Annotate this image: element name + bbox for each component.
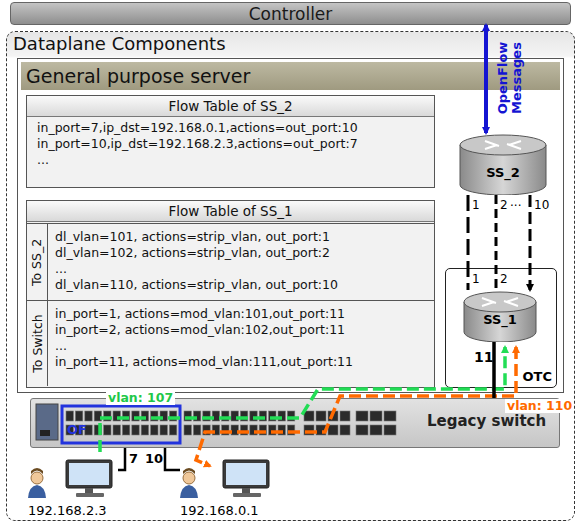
ip-address: 192.168.0.1	[180, 503, 259, 518]
edge-label: OpenFlow Messages	[496, 28, 524, 128]
connector	[118, 448, 125, 470]
vlan-label: vlan: 110	[505, 399, 574, 413]
table-heading: Flow Table of SS_2	[27, 96, 434, 116]
openflow-label: OF	[67, 423, 87, 437]
switch-name: SS_2	[458, 165, 548, 180]
server-box: General purpose serverFlow Table of SS_2…	[17, 58, 564, 393]
table-section: To Switch in_port=1, actions=mod_vlan:101…	[27, 300, 434, 386]
flow-rule: dl_vlan=110, actions=strip_vlan, out_por…	[55, 277, 428, 293]
label-box: OF	[67, 423, 87, 437]
flow-rule: in_port=2, actions=mod_vlan:102,out_port…	[55, 322, 428, 338]
label-box: 11	[474, 350, 493, 365]
label-box: 10	[534, 199, 549, 212]
controller-bar: Controller	[10, 2, 571, 25]
label-box: vlan: 107	[106, 391, 175, 405]
controller-label: Controller	[249, 4, 333, 24]
connector	[495, 195, 498, 290]
port-number: 2	[500, 199, 508, 212]
host-icon	[28, 452, 118, 500]
section-label: To Switch	[30, 314, 45, 372]
label-box: 2	[500, 199, 508, 212]
port-number: 11	[474, 350, 493, 365]
switch-router-icon: SS_1	[462, 290, 538, 342]
flow-rule: dl_vlan=101, actions=strip_vlan, out_por…	[55, 229, 428, 245]
connector	[484, 25, 488, 133]
flow-rule: ...	[55, 338, 428, 354]
edge-label-box: OpenFlow Messages	[493, 28, 527, 128]
table-section: To SS_2 dl_vlan=101, actions=strip_vlan, …	[27, 223, 434, 300]
host-icon	[180, 452, 275, 500]
connector	[165, 448, 180, 470]
label-box: vlan: 110	[505, 399, 574, 413]
section-tab: To Switch	[27, 301, 48, 386]
table-heading: Flow Table of SS_1	[27, 201, 434, 221]
port-number: ...	[510, 196, 521, 209]
port-number: 10	[534, 199, 549, 212]
router-cylinder	[458, 133, 548, 195]
port-number: 10	[145, 452, 163, 466]
label-box: 1	[472, 199, 480, 212]
connector	[529, 195, 532, 290]
host-computer: 192.168.0.1	[180, 452, 275, 518]
port-number: 2	[500, 273, 508, 286]
port-number: 7	[129, 452, 138, 466]
flow-rule: ...	[37, 152, 424, 168]
flow-table: Flow Table of SS_1 To SS_2 dl_vlan=101, ac…	[26, 200, 435, 388]
label-box: 1	[472, 273, 480, 286]
connector	[467, 195, 470, 290]
flow-rule: in_port=10,ip_dst=192.168.2.3,actions=ou…	[37, 136, 424, 152]
label-box: 7	[129, 452, 138, 466]
rule-list: in_port=7,ip_dst=192.168.0.1,actions=out…	[27, 116, 434, 172]
section-label: To SS_2	[30, 238, 45, 285]
port-number: 1	[472, 199, 480, 212]
flow-rule: in_port=1, actions=mod_vlan:101,out_port…	[55, 306, 428, 322]
switch-label: Legacy switch	[427, 412, 559, 430]
server-heading: General purpose server	[26, 65, 555, 87]
flow-table: Flow Table of SS_2 in_port=7,ip_dst=192.1…	[26, 95, 435, 188]
label-box: 2	[500, 273, 508, 286]
region-heading: Dataplane Components	[13, 33, 568, 54]
host-computer: 192.168.2.3	[28, 452, 118, 518]
flow-rule: ...	[55, 261, 428, 277]
switch-name: SS_1	[462, 312, 538, 327]
section-tab: To SS_2	[27, 224, 48, 300]
flow-rule: in_port=7,ip_dst=192.168.0.1,actions=out…	[37, 120, 424, 136]
flow-rule: dl_vlan=102, actions=strip_vlan, out_por…	[55, 245, 428, 261]
label-box: 10	[145, 452, 163, 466]
ip-address: 192.168.2.3	[28, 503, 107, 518]
flow-rule: in_port=11, actions=mod_vlan:111,out_por…	[55, 354, 428, 370]
port-number: 1	[472, 273, 480, 286]
label-box: ...	[510, 196, 521, 209]
vlan-label: vlan: 107	[106, 391, 175, 405]
switch-router-icon: SS_2	[458, 133, 548, 195]
otc-label: OTC	[523, 369, 552, 384]
dataplane-region: Dataplane ComponentsGeneral purpose serv…	[6, 31, 575, 521]
